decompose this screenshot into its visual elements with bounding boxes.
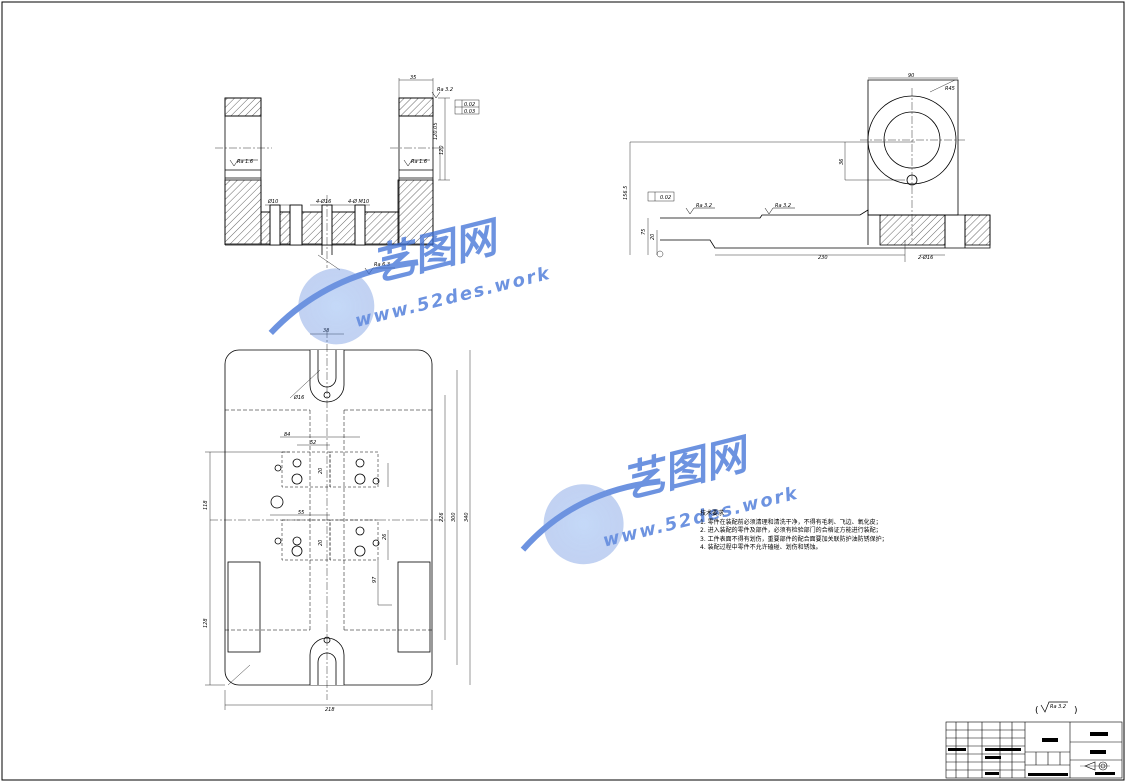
plan-v-mid-a: 97 (372, 576, 378, 583)
side-height-c: 36 (839, 159, 845, 165)
side-hole-bottom: 2-Ø16 (918, 254, 933, 261)
tech-note-4: 4. 装配过程中零件不允许磕碰、划伤和锈蚀。 (700, 544, 822, 551)
tol-box-a: 0.02 (464, 102, 475, 108)
plan-v-left-a: 118 (203, 500, 209, 510)
watermark-brand-lower: 艺图网 (617, 428, 757, 507)
front-view (215, 78, 480, 275)
tech-note-3: 3. 工件表面不得有划伤，重要部件的配合面要加关联防护油防锈保护； (700, 535, 888, 543)
side-view-labels: 90 R45 156.5 75 20 36 Ra 3.2 Ra 3.2 230 … (623, 73, 955, 261)
plan-v-right-c: 340 (464, 512, 470, 522)
side-length-bottom: 230 (818, 255, 828, 261)
plan-view (205, 330, 471, 710)
side-tol-box: 0.02 (660, 195, 671, 201)
plan-slot-label: Ø16 (293, 394, 304, 401)
plan-v-right-a: 226 (439, 512, 445, 522)
ra-top: Ra 3.2 (437, 87, 453, 93)
side-view (629, 77, 991, 262)
plan-width-bottom: 218 (325, 707, 335, 713)
plan-v-mid-b: 20 (318, 468, 324, 474)
tol-box-b: 0.03 (464, 109, 475, 115)
ra-right: Ra 1.6 (411, 159, 427, 165)
hole-left-label: Ø10 (267, 198, 278, 205)
plan-v-right-b: 300 (451, 512, 457, 522)
plan-v-mid-d: 26 (382, 534, 388, 540)
front-view-labels: 35 Ra 1.6 Ra 1.6 Ra 6.3 Ra 3.2 Ø10 4-Ø16… (237, 75, 475, 268)
tech-notes-title: 技术要求 (700, 510, 725, 517)
side-ra-left: Ra 3.2 (696, 203, 712, 209)
default-roughness: ( Ra 3.2 ) (1035, 701, 1078, 716)
plan-v-left-b: 128 (203, 618, 209, 628)
dim-vertical-a: 120.05 (433, 123, 439, 141)
plan-h-c: 55 (298, 510, 304, 516)
plan-v-mid-c: 20 (318, 540, 324, 546)
side-height-left: 156.5 (623, 186, 629, 200)
side-top-width: 90 (908, 73, 914, 79)
plan-h-b: 52 (310, 440, 316, 446)
hole-mid-label: 4-Ø16 (316, 198, 331, 205)
dim-vertical-b: 120 (439, 145, 445, 155)
svg-text:(: ( (1035, 706, 1039, 716)
tech-note-1: 1. 零件在装配前必须清理和清洗干净，不得有毛刺、飞边、氧化皮； (700, 518, 882, 526)
default-roughness-value: Ra 3.2 (1050, 704, 1066, 710)
watermark-logo-lower: 艺图网 www.52des.work (520, 428, 801, 565)
side-ra-mid: Ra 3.2 (775, 203, 791, 209)
ra-bottom: Ra 6.3 (374, 262, 390, 268)
side-height-a: 75 (641, 229, 647, 235)
hole-right-label: 4-Ø M10 (348, 198, 369, 205)
plan-h-a: 84 (284, 432, 290, 438)
title-block-fills (948, 732, 1115, 776)
svg-text:): ) (1074, 706, 1078, 716)
technical-notes: 技术要求 1. 零件在装配前必须清理和清洗干净，不得有毛刺、飞边、氧化皮； 2.… (700, 510, 930, 553)
side-height-b: 20 (650, 234, 656, 240)
side-radius: R45 (945, 86, 955, 92)
tech-note-2: 2. 进入装配的零件及部件，必须有检验部门的合格证方能进行装配； (700, 527, 882, 534)
ra-left: Ra 1.6 (237, 159, 253, 165)
dim-top-width: 35 (410, 75, 416, 81)
projection-symbol-icon (1080, 761, 1110, 771)
